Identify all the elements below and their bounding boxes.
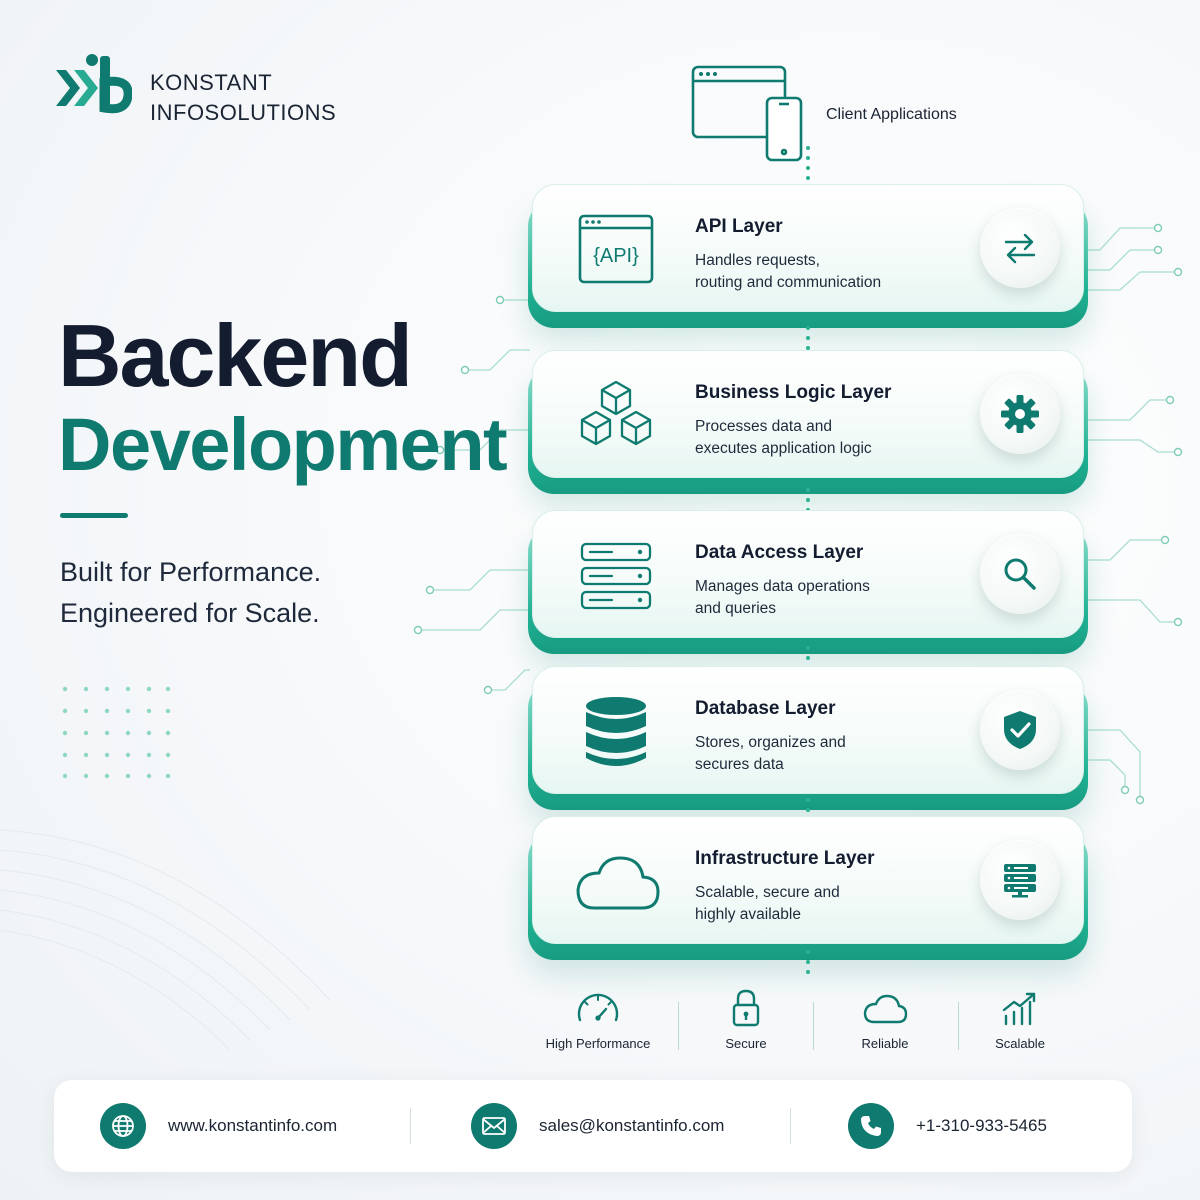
- title-underline: [60, 513, 128, 518]
- mail-icon: [471, 1103, 517, 1149]
- layer-description: Manages data operations and queries: [695, 576, 955, 620]
- feature-divider: [958, 1002, 959, 1050]
- website-contact[interactable]: www.konstantinfo.com: [100, 1102, 337, 1150]
- cubes-icon: [580, 380, 652, 446]
- cloud-icon: [576, 856, 660, 910]
- search-button[interactable]: [980, 534, 1060, 614]
- shield-check-icon: [1004, 711, 1036, 749]
- email-contact[interactable]: sales@konstantinfo.com: [471, 1102, 724, 1150]
- layer-description: Handles requests, routing and communicat…: [695, 250, 955, 294]
- search-icon: [1004, 558, 1036, 590]
- swap-arrows-icon: [1004, 233, 1036, 264]
- layer-desc-line1: Stores, organizes and: [695, 734, 846, 751]
- lock-icon: [732, 989, 760, 1027]
- layer-desc-line2: highly available: [695, 906, 801, 923]
- feature-label: Secure: [725, 1036, 767, 1051]
- feature-divider: [813, 1002, 814, 1050]
- layer-description: Scalable, secure and highly available: [695, 882, 955, 926]
- title-line1: Backend: [58, 306, 413, 405]
- feature-secure: Secure: [676, 988, 816, 1051]
- phone-link[interactable]: +1-310-933-5465: [916, 1116, 1047, 1135]
- client-applications-label: Client Applications: [826, 106, 957, 123]
- phone-contact[interactable]: +1-310-933-5465: [848, 1102, 1047, 1150]
- footer-divider: [410, 1108, 411, 1144]
- website-link[interactable]: www.konstantinfo.com: [168, 1116, 338, 1135]
- globe-icon: [100, 1103, 146, 1149]
- feature-scalable: Scalable: [950, 988, 1090, 1051]
- api-icon-text: {API}: [593, 245, 639, 267]
- growth-chart-icon: [1002, 992, 1036, 1026]
- layer-title: API Layer: [695, 216, 783, 237]
- client-devices-icon: [691, 65, 803, 162]
- layer-title: Infrastructure Layer: [695, 848, 875, 869]
- layer-api[interactable]: {API} API Layer Handles requests, routin…: [528, 184, 1088, 328]
- gear-icon: [1001, 395, 1039, 433]
- tagline-line1: Built for Performance.: [60, 557, 322, 587]
- server-button[interactable]: [980, 840, 1060, 920]
- feature-label: Scalable: [995, 1036, 1045, 1051]
- brand-line1: KONSTANT: [150, 70, 273, 95]
- layer-business-logic[interactable]: Business Logic Layer Processes data and …: [528, 350, 1088, 494]
- feature-label: High Performance: [545, 1036, 651, 1051]
- connector-5: [806, 950, 810, 980]
- server-icon: [1004, 864, 1036, 898]
- layer-title: Data Access Layer: [695, 542, 864, 563]
- title-line2: Development: [58, 403, 508, 486]
- cloud-icon: [863, 994, 908, 1024]
- server-rows-icon: [580, 542, 652, 610]
- brand-line2: INFOSOLUTIONS: [150, 100, 337, 125]
- footer-divider: [790, 1108, 791, 1144]
- layer-desc-line1: Scalable, secure and: [695, 884, 840, 901]
- connector-client: [806, 146, 810, 186]
- email-link[interactable]: sales@konstantinfo.com: [539, 1116, 725, 1135]
- layer-desc-line1: Manages data operations: [695, 578, 870, 595]
- feature-divider: [678, 1002, 679, 1050]
- layer-desc-line2: secures data: [695, 756, 784, 773]
- layer-database[interactable]: Database Layer Stores, organizes and sec…: [528, 666, 1088, 810]
- layer-infrastructure[interactable]: Infrastructure Layer Scalable, secure an…: [528, 816, 1088, 960]
- feature-high-performance: High Performance: [528, 988, 668, 1051]
- brand-name: KONSTANT INFOSOLUTIONS: [150, 68, 336, 128]
- layer-desc-line2: and queries: [695, 600, 777, 617]
- layer-title: Database Layer: [695, 698, 836, 719]
- layer-desc-line2: routing and communication: [695, 274, 882, 291]
- phone-icon: [848, 1103, 894, 1149]
- shield-check-button[interactable]: [980, 690, 1060, 770]
- api-window-icon: {API}: [578, 214, 654, 284]
- layer-data-access[interactable]: Data Access Layer Manages data operation…: [528, 510, 1088, 654]
- layer-desc-line2: executes application logic: [695, 440, 872, 457]
- feature-reliable: Reliable: [815, 988, 955, 1051]
- dot-grid-decoration: [62, 686, 171, 779]
- layer-description: Stores, organizes and secures data: [695, 732, 955, 776]
- tagline: Built for Performance. Engineered for Sc…: [60, 552, 321, 634]
- layer-desc-line1: Processes data and: [695, 418, 833, 435]
- layer-desc-line1: Handles requests,: [695, 252, 820, 269]
- database-icon: [586, 697, 646, 766]
- feature-label: Reliable: [861, 1036, 909, 1051]
- speedometer-icon: [577, 993, 619, 1022]
- konstant-logo-icon: [56, 54, 132, 114]
- layer-description: Processes data and executes application …: [695, 416, 955, 460]
- tagline-line2: Engineered for Scale.: [60, 598, 320, 628]
- connector-1: [806, 326, 810, 356]
- gear-button[interactable]: [980, 374, 1060, 454]
- layer-title: Business Logic Layer: [695, 382, 892, 403]
- swap-arrows-button[interactable]: [980, 208, 1060, 288]
- contact-footer: www.konstantinfo.com sales@konstantinfo.…: [54, 1080, 1132, 1172]
